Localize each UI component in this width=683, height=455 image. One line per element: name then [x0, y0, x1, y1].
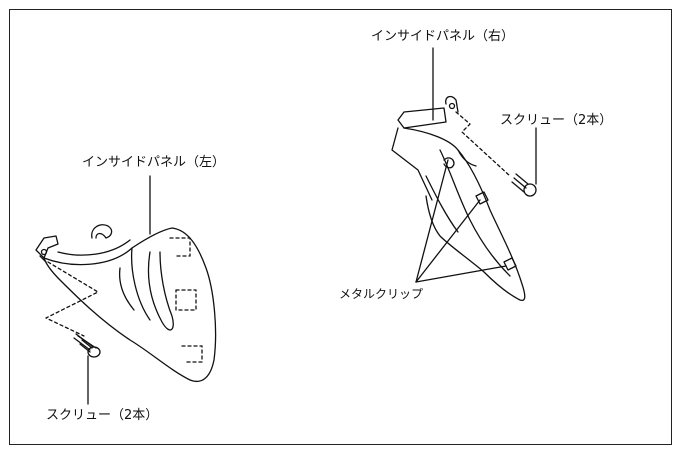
- metal-clip-leaders: [415, 159, 507, 283]
- left-inside-panel: [35, 175, 217, 383]
- label-inside-panel-left: インサイドパネル（左）: [82, 155, 226, 170]
- label-screw-left: スクリュー（2本）: [46, 408, 159, 423]
- left-screw: [45, 261, 101, 405]
- label-screw-right: スクリュー（2本）: [500, 113, 613, 128]
- diagram-frame: [9, 9, 672, 445]
- right-inside-panel: [391, 47, 526, 302]
- right-screw: [455, 111, 537, 197]
- label-metal-clip: メタルクリップ: [339, 287, 424, 301]
- label-inside-panel-right: インサイドパネル（右）: [371, 29, 515, 44]
